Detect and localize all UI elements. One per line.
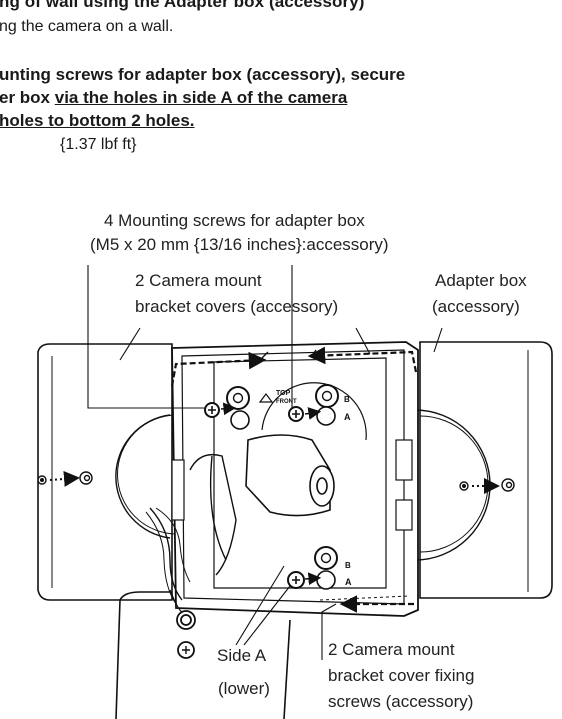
- step-line-2: er box via the holes in side A of the ca…: [0, 88, 347, 108]
- mark-front: FRONT: [276, 399, 297, 405]
- screw-icon: [37, 475, 47, 485]
- label-adapter-2: (accessory): [432, 297, 520, 316]
- mark-b-lower: B: [345, 561, 351, 570]
- base-right-edge: [283, 619, 291, 719]
- top-arrow-icon: [258, 393, 274, 403]
- arrow-icon: [49, 470, 80, 487]
- mark-a-right: A: [344, 412, 351, 422]
- label-mounting-screws-1: 4 Mounting screws for adapter box: [104, 211, 365, 230]
- mark-a-lower: A: [345, 577, 352, 587]
- camera-cable: [149, 507, 183, 601]
- intro-text: ng the camera on a wall.: [0, 18, 174, 35]
- base-left-edge: [115, 591, 170, 719]
- label-covers-2: bracket covers (accessory): [135, 297, 339, 316]
- label-fixing-1: 2 Camera mount: [328, 640, 455, 659]
- label-covers-1: 2 Camera mount: [135, 271, 262, 290]
- adapter-box-right: [419, 341, 553, 599]
- section-heading: ng of wall using the Adapter box (access…: [0, 0, 365, 11]
- camera-cable-2: [145, 511, 177, 605]
- cable-end: [169, 589, 183, 613]
- inner-panel: [213, 357, 387, 589]
- mark-top: TOP: [276, 390, 291, 397]
- camera-cable-3: [155, 507, 191, 583]
- fixing-screw-icon: [176, 610, 196, 659]
- label-side-a-1: Side A: [217, 646, 267, 665]
- step-line-3: holes to bottom 2 holes.: [0, 111, 195, 130]
- label-mounting-screws-2: (M5 x 20 mm {13/16 inches}:accessory): [90, 235, 389, 254]
- mark-b-left: B: [224, 407, 229, 414]
- arrow-icon: [220, 402, 237, 416]
- mount-hole-group-lower: [314, 546, 338, 590]
- cover-ticks: [261, 349, 317, 359]
- step-line-2-plain: er box: [0, 88, 55, 107]
- mark-b-right: B: [344, 395, 350, 404]
- screw-hole-icon: [501, 478, 515, 492]
- arrow-icon: [304, 407, 322, 420]
- label-side-a-2: (lower): [218, 679, 270, 698]
- mounting-screw-icon: [204, 402, 304, 422]
- label-fixing-3: screws (accessory): [328, 692, 474, 711]
- label-adapter-1: Adapter box: [435, 271, 527, 290]
- screw-hole-icon: [79, 471, 93, 485]
- torque-value: {1.37 lbf ft}: [60, 136, 137, 153]
- step-line-1: unting screws for adapter box (accessory…: [0, 65, 406, 84]
- label-fixing-2: bracket cover fixing: [328, 666, 475, 685]
- cover-arrow-left: [170, 351, 267, 387]
- screw-icon: [459, 481, 469, 491]
- mounting-screw-icon: [287, 571, 305, 589]
- arrow-icon: [304, 572, 322, 586]
- camera-body: [189, 382, 367, 576]
- cover-arrow-right: [307, 346, 418, 373]
- adapter-box-left: [37, 343, 173, 601]
- step-line-2-underlined: via the holes in side A of the camera: [54, 88, 348, 107]
- left-arc-inner: [117, 414, 178, 535]
- leader-lines: [87, 265, 443, 660]
